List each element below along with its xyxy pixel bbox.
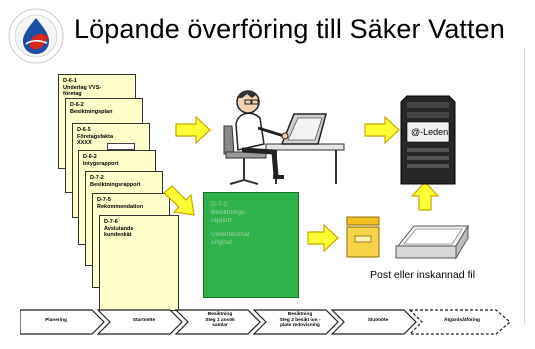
- process-step-atgardsatforing: Åtgärdsåtföring: [424, 318, 500, 324]
- scanner-icon: [395, 224, 469, 260]
- green-document-extra: original: [211, 239, 232, 246]
- process-step-label: Steg 1 ansök: [205, 317, 235, 323]
- saker-vatten-logo: [8, 8, 64, 64]
- document-code: D-7-2: [90, 175, 104, 181]
- process-step-shape: [174, 309, 261, 335]
- arrow-to-person-icon: [175, 115, 211, 145]
- green-document-extra: Undertecknat: [211, 231, 250, 238]
- process-step-label: Slutmöte: [367, 318, 389, 323]
- arrow-up-icon: [410, 181, 440, 211]
- process-step-shape: [408, 309, 511, 335]
- post-label: Post eller inskannad fil: [370, 269, 476, 281]
- process-step-shape: [330, 309, 417, 335]
- process-step-label: Besiktning: [207, 312, 233, 317]
- document-line: XXXX: [77, 140, 92, 146]
- document-line: Företagsfakta: [77, 133, 114, 140]
- slide-title: Löpande överföring till Säker Vatten: [74, 14, 505, 44]
- divider-line: [524, 48, 525, 324]
- document-line: Besiktningsplan: [70, 108, 113, 115]
- document-line: kundenkät: [104, 232, 132, 238]
- document-d-7-6: D-7-6 Avslutande kundenkät: [99, 215, 179, 311]
- document-line: Rekommendation: [97, 203, 144, 210]
- process-step-shape: [20, 309, 105, 335]
- process-step-startmote: Startmöte: [112, 318, 176, 324]
- process-step-label: Besiktning: [287, 312, 313, 317]
- process-step-slutmote: Slutmöte: [346, 318, 410, 324]
- envelope-box-icon: [346, 216, 380, 258]
- green-document-line: rapport: [211, 217, 232, 224]
- process-step-besiktning-1: Besiktning Steg 1 ansök samlar: [188, 312, 252, 329]
- process-step-label: samlar: [212, 323, 228, 328]
- process-step-shape: [96, 309, 183, 335]
- green-document-line: Besiktnings-: [211, 209, 247, 216]
- server-label: @-Leden: [411, 127, 449, 137]
- document-code: D-7-6: [104, 219, 118, 225]
- document-code: D-6-2: [83, 154, 97, 160]
- process-step-label: Planering: [45, 318, 67, 323]
- arrow-to-box-icon: [307, 223, 339, 253]
- document-line: Besiktningsrapport: [90, 181, 141, 188]
- process-step-label: Åtgärdsåtföring: [444, 318, 480, 323]
- arrow-diagonal-icon: [163, 185, 195, 216]
- process-step-label: Steg 2 besikt ion -: [279, 317, 321, 323]
- server-icon: [400, 95, 456, 185]
- document-code: D-6-5: [77, 127, 91, 133]
- process-step-label: plats redovisning: [280, 323, 320, 328]
- arrow-to-server-icon: [364, 115, 400, 145]
- document-line: Underlag VVS-: [63, 84, 102, 91]
- process-step-shape: [252, 309, 339, 335]
- document-line: Intygsrapport: [83, 160, 119, 167]
- process-step-label: Startmöte: [132, 318, 156, 323]
- document-code: D-7-5: [97, 197, 111, 203]
- green-document-code: D-7-2: [211, 201, 228, 208]
- document-code: D-6-2: [70, 102, 84, 108]
- form-field-box: [107, 143, 135, 150]
- person-at-computer-icon: [223, 90, 345, 185]
- process-chevrons: [20, 309, 511, 335]
- document-line: Avslutande: [104, 225, 134, 232]
- document-code: D-6-1: [63, 78, 77, 84]
- process-step-planering: Planering: [26, 318, 86, 324]
- document-line: företag: [63, 91, 82, 97]
- process-step-besiktning-2: Besiktning Steg 2 besikt ion - plats red…: [266, 312, 334, 329]
- green-document: D-7-2 Besiktnings- rapport Undertecknat …: [203, 192, 299, 298]
